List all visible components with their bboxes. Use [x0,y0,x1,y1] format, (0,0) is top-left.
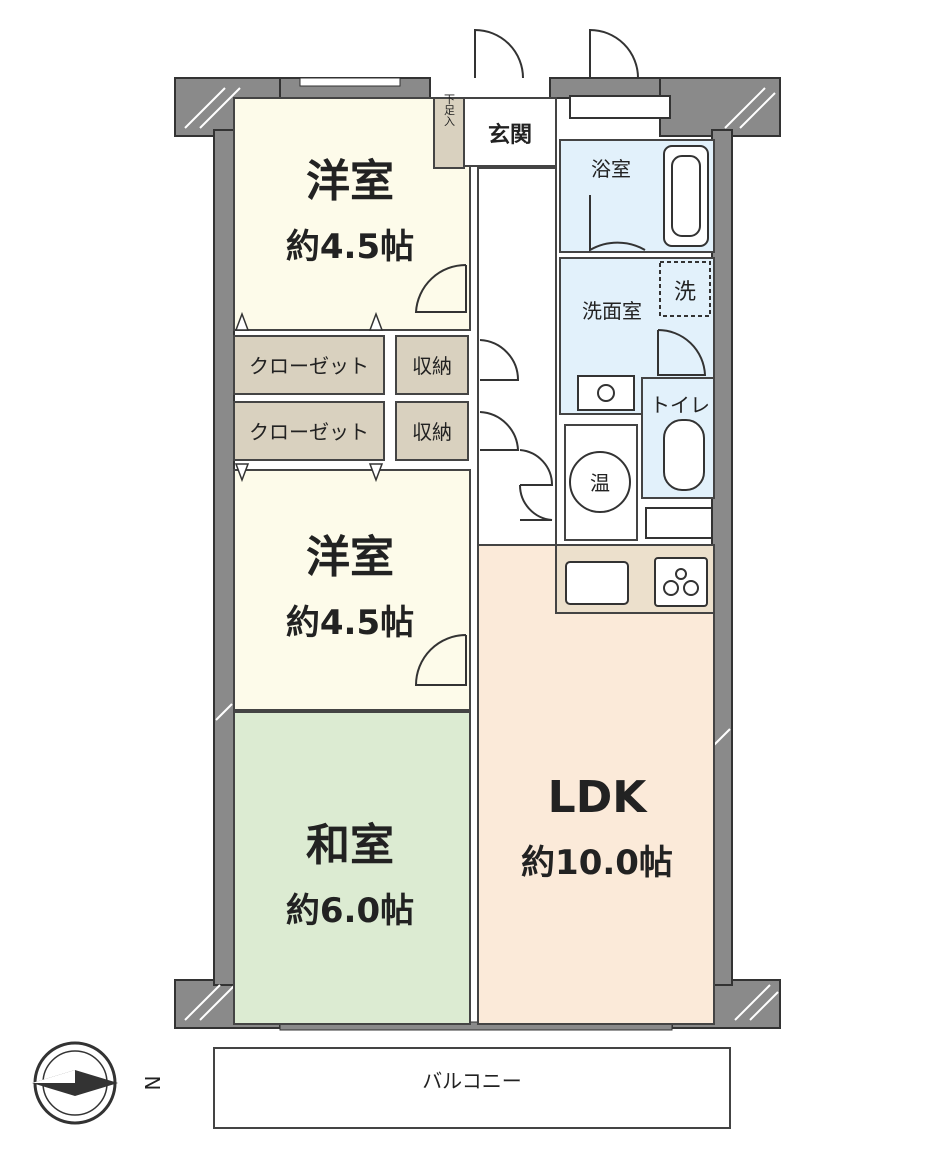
bathroom-label: 浴室 [591,157,631,181]
labels: 洋室 約4.5帖 洋室 約4.5帖 和室 約6.0帖 LDK 約10.0帖 玄関… [140,94,710,1094]
washroom-label: 洗面室 [582,299,642,323]
balcony [213,1047,731,1129]
western-room-2-size: 約4.5帖 [286,603,414,643]
entrance-label: 玄関 [488,122,532,148]
ldk-name: LDK [548,772,649,823]
north-label: N [140,1076,164,1091]
closet-1-label: クローゼット [249,354,369,378]
ldk-size: 約10.0帖 [521,843,673,883]
western-room-1-size: 約4.5帖 [286,227,414,267]
toilet-label: トイレ [650,393,710,417]
washer-label: 洗 [674,280,696,305]
shoe-storage-label: 下足入 [443,94,456,127]
western-room-1-name: 洋室 [306,156,394,207]
western-room-2-name: 洋室 [306,532,394,583]
doors [414,28,707,686]
storage-2-label: 収納 [412,420,452,444]
japanese-room-size: 約6.0帖 [286,891,414,931]
closet-2-label: クローゼット [249,420,369,444]
japanese-room-name: 和室 [306,820,394,871]
room-fills [233,97,715,1025]
fixtures [234,145,713,607]
balcony-label: バルコニー [422,1069,522,1093]
compass-icon [32,1041,118,1125]
water-heater-label: 温 [590,471,610,495]
storage-1-label: 収納 [412,354,452,378]
